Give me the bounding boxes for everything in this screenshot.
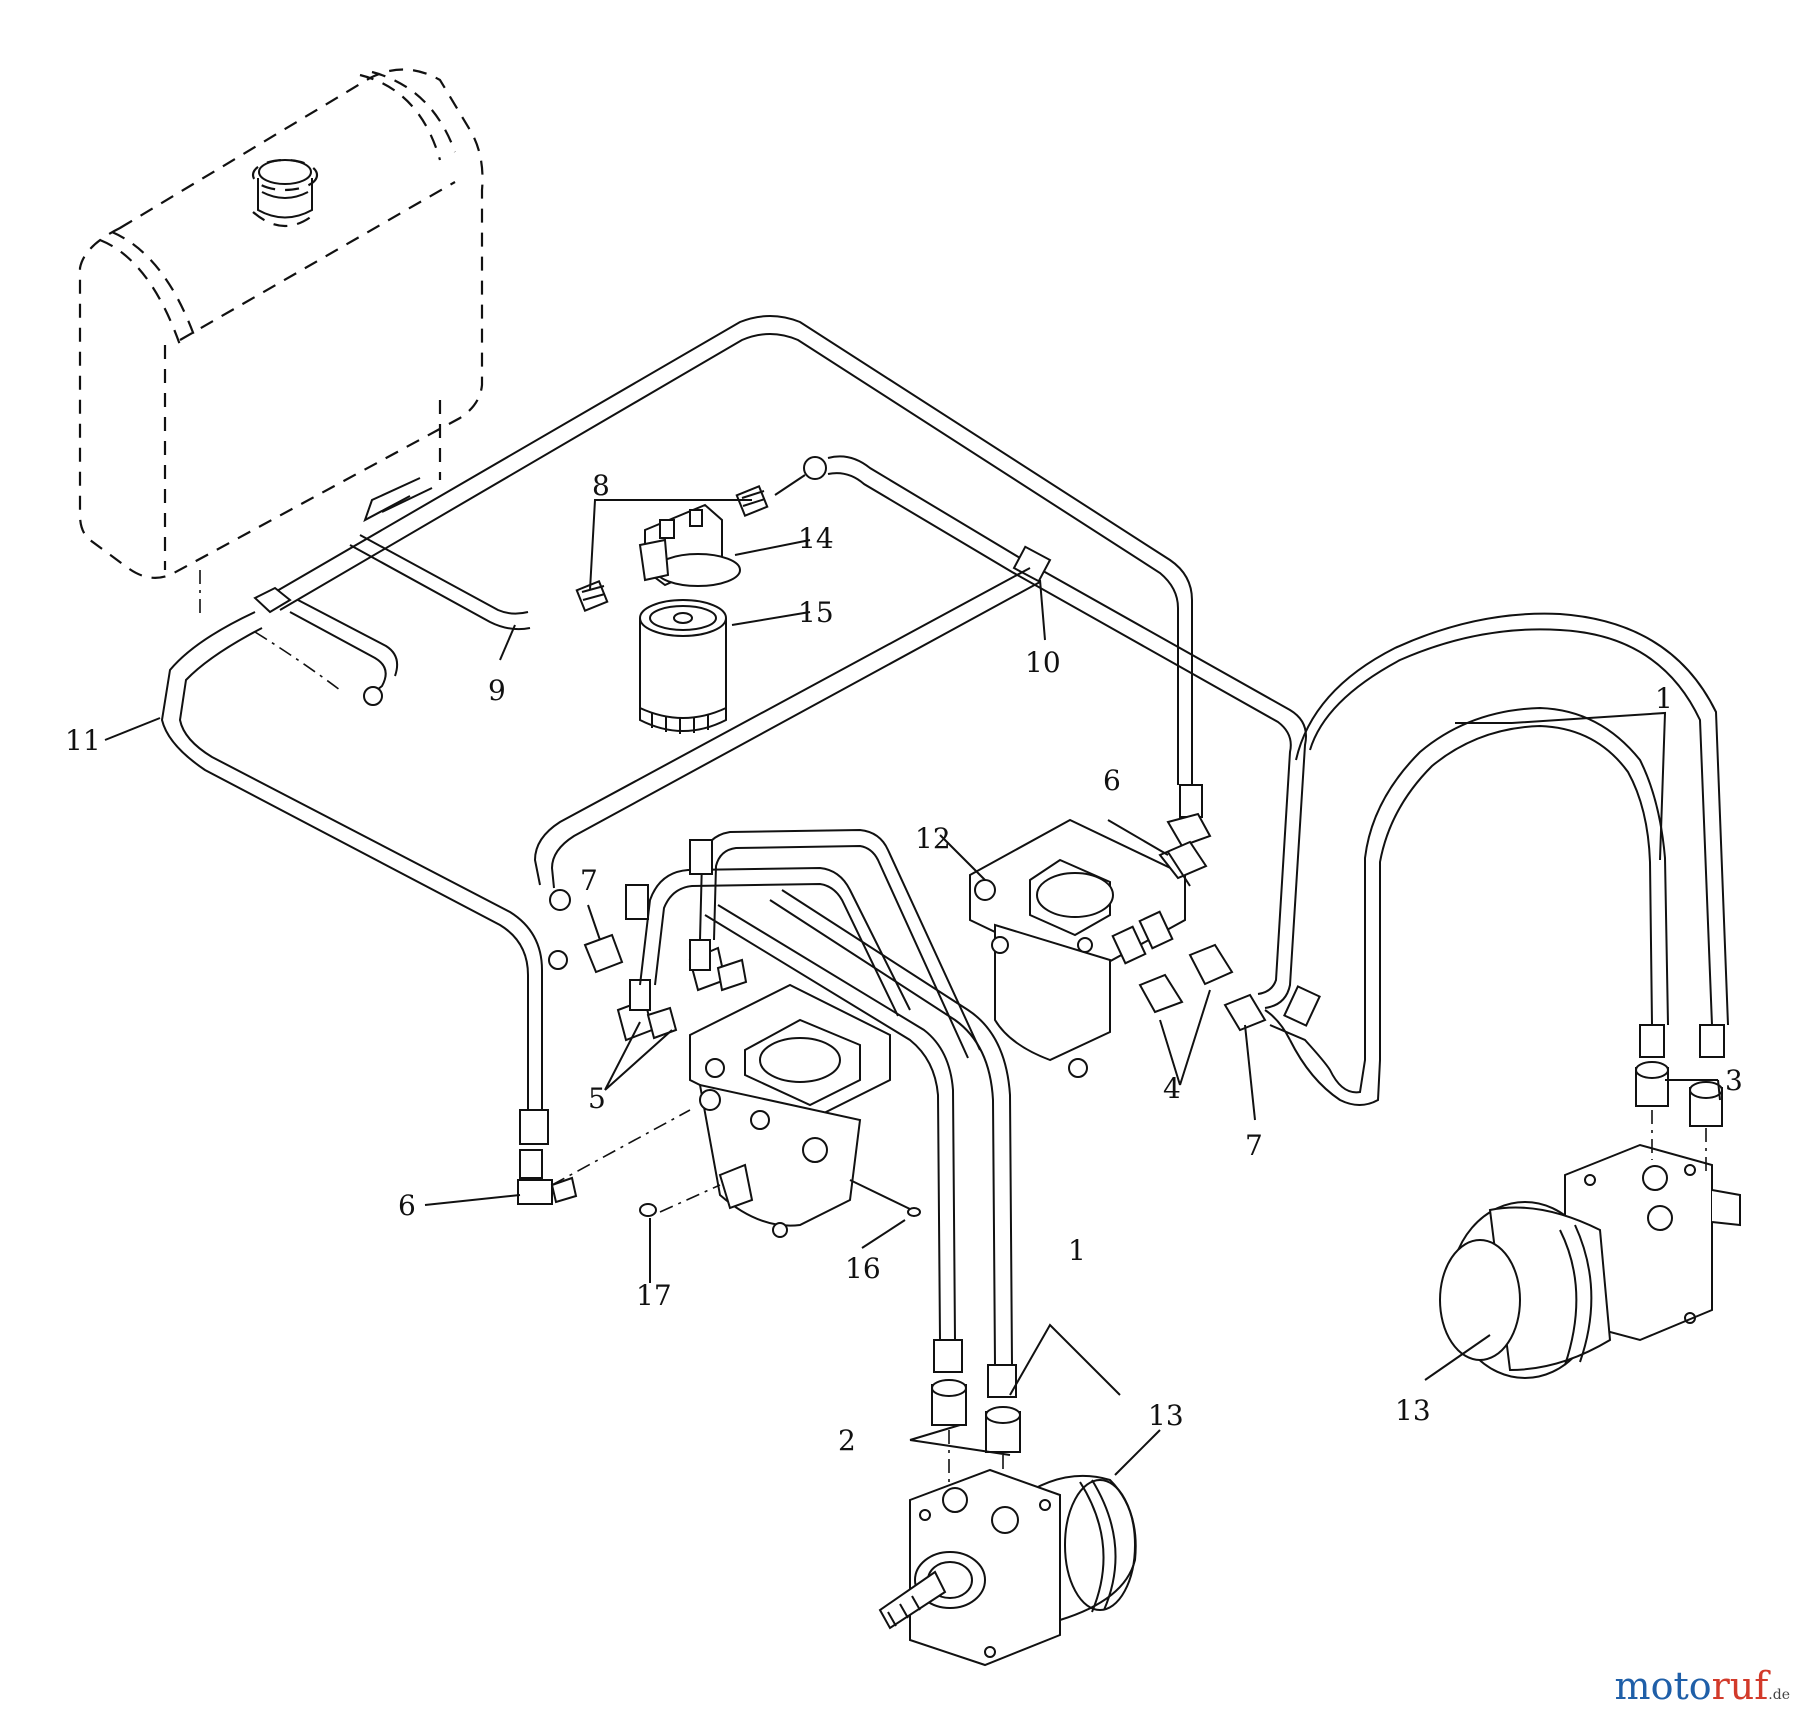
callout-15: 15 [798, 596, 834, 629]
callout-16: 16 [845, 1252, 881, 1285]
callout-1-top: 1 [1655, 682, 1673, 715]
motoruf-watermark: motoruf.de [1615, 1664, 1790, 1708]
fittings-3 [1635, 1061, 1723, 1127]
hydraulic-tank [78, 68, 484, 579]
callout-4: 4 [1163, 1072, 1181, 1105]
hydraulic-motor-13-right [1439, 1143, 1741, 1379]
assembly-centerlines [199, 570, 721, 1213]
leader-lines [104, 499, 1721, 1476]
filter-supply-line [253, 534, 531, 706]
hose-line-11 [160, 611, 578, 1205]
callout-7-right: 7 [1245, 1129, 1263, 1162]
fittings-4 [1138, 943, 1234, 1014]
callout-2: 2 [838, 1424, 856, 1457]
callout-numbers: 1 1 2 3 4 5 6 6 7 7 8 9 10 11 12 13 13 1… [65, 469, 1743, 1457]
fitting-7-right [1223, 993, 1291, 1041]
valve-connecting-lines [625, 828, 981, 1059]
fitting-7-left [548, 933, 624, 974]
callout-7-left: 7 [580, 864, 598, 897]
callout-5: 5 [588, 1082, 606, 1115]
hose-lines-1-right [1269, 612, 1729, 1106]
callout-3: 3 [1725, 1064, 1743, 1097]
control-valve-center [689, 983, 891, 1238]
return-line-loop [269, 315, 1212, 848]
fittings-2 [931, 1379, 1021, 1453]
callout-12: 12 [915, 822, 951, 855]
hose-lines-1-bottom [704, 889, 1017, 1398]
callout-17: 17 [636, 1279, 672, 1312]
callout-13-right: 13 [1395, 1394, 1431, 1427]
callout-8: 8 [592, 469, 610, 502]
callout-14: 14 [798, 522, 834, 555]
watermark-moto: moto [1614, 1664, 1712, 1708]
oil-filter [639, 599, 727, 734]
pin-16 [849, 1179, 921, 1217]
fittings-5 [616, 939, 748, 1042]
fitting-6-lower [517, 1149, 578, 1205]
filter-head [638, 503, 741, 587]
watermark-suffix: .de [1768, 1687, 1790, 1703]
fitting-6-upper [1158, 840, 1208, 887]
tee-line-10 [533, 567, 1041, 911]
clip-17 [639, 1203, 657, 1217]
callout-6-upper: 6 [1103, 764, 1121, 797]
callout-6-lower: 6 [398, 1189, 416, 1222]
callout-10: 10 [1025, 646, 1061, 679]
callout-11: 11 [65, 724, 101, 757]
watermark-ruf: ruf [1711, 1664, 1769, 1708]
supply-line-to-valve [827, 455, 1307, 1009]
hydraulic-motor-13-bottom [878, 1468, 1137, 1667]
callout-13-bottom: 13 [1148, 1399, 1184, 1432]
callout-9: 9 [488, 674, 506, 707]
callout-1-bottom: 1 [1068, 1234, 1086, 1267]
control-valve-12 [969, 818, 1186, 1078]
tank-filler-cap [251, 158, 319, 227]
